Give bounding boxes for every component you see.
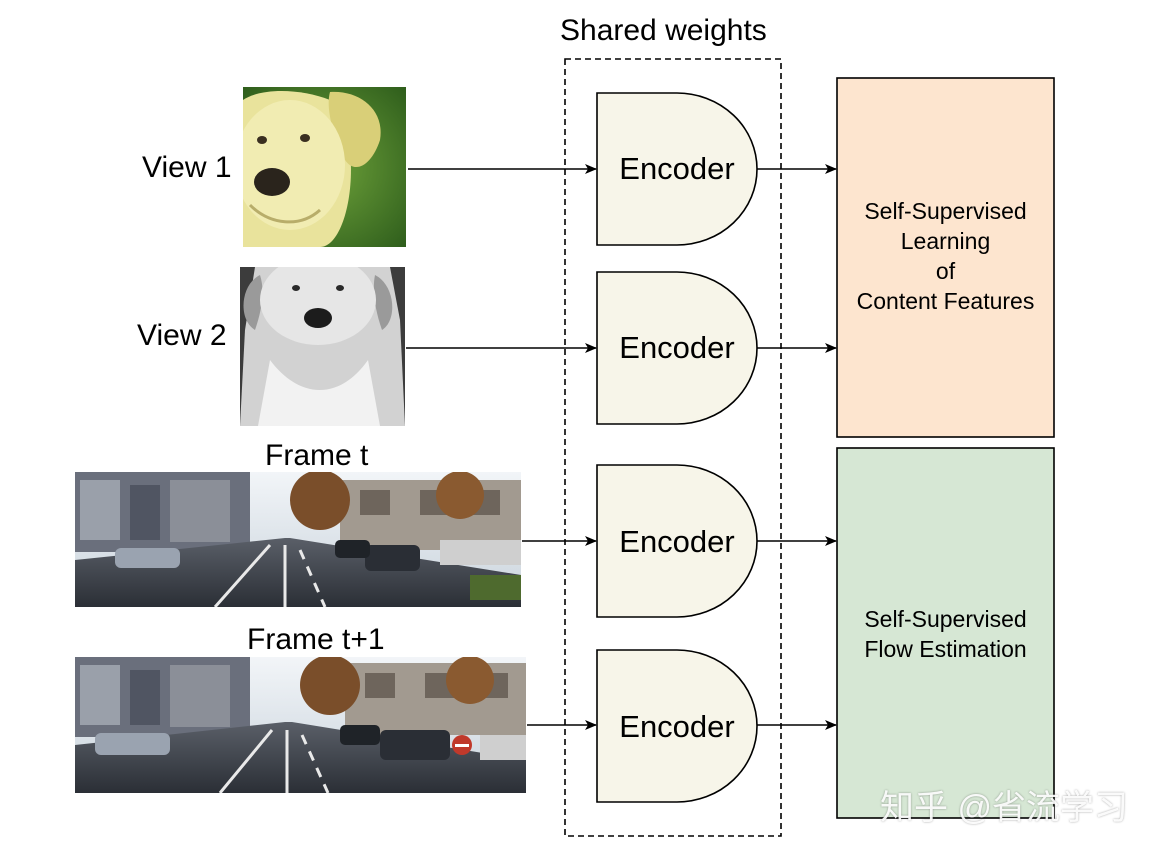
frame-t1-street-photo [75, 657, 526, 793]
content-features-text: Self-Supervised Learning of Content Feat… [837, 196, 1054, 316]
encoder-block-1: Encoder [596, 92, 758, 246]
encoder-block-4: Encoder [596, 649, 758, 803]
flow-line-2: Flow Estimation [864, 636, 1027, 662]
flow-line-1: Self-Supervised [864, 606, 1027, 632]
view-1-label: View 1 [142, 151, 232, 184]
content-line-3: of [935, 258, 956, 284]
watermark: 知乎 @省流学习 [880, 789, 1128, 827]
frame-t-label: Frame t [265, 439, 369, 472]
encoder-label-4: Encoder [619, 709, 734, 744]
view-1-dog-photo [243, 87, 406, 247]
flow-estimation-text: Self-Supervised Flow Estimation [837, 604, 1054, 664]
encoder-label-2: Encoder [619, 330, 734, 365]
content-line-2: Learning [900, 228, 991, 254]
shared-weights-frame [564, 58, 782, 837]
encoder-label-3: Encoder [619, 524, 734, 559]
view-2-label: View 2 [137, 319, 227, 352]
shared-weights-title: Shared weights [560, 14, 767, 47]
content-line-1: Self-Supervised [864, 198, 1027, 224]
encoder-block-2: Encoder [596, 271, 758, 425]
flow-estimation-box [836, 447, 1055, 819]
encoder-label-1: Encoder [619, 151, 734, 186]
content-features-box [836, 77, 1055, 438]
view-2-dog-photo [240, 267, 405, 426]
frame-t-street-photo [75, 472, 521, 607]
encoder-block-3: Encoder [596, 464, 758, 618]
content-line-4: Content Features [856, 288, 1035, 314]
frame-t1-label: Frame t+1 [247, 623, 385, 656]
